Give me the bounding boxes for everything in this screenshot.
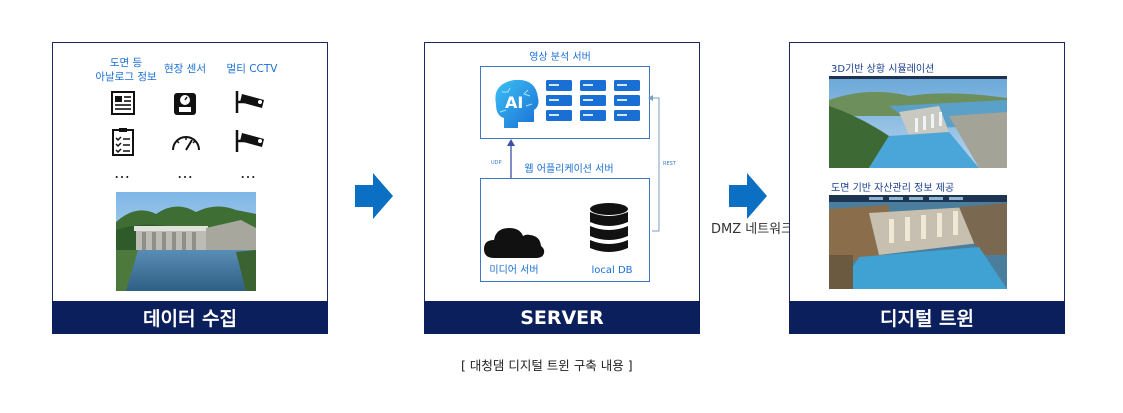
asset-management-image <box>829 195 1007 289</box>
digital-twin-title: 디지털 트윈 <box>789 301 1065 334</box>
figure-caption: [ 대청댐 디지털 트윈 구축 내용 ] <box>461 358 633 373</box>
ellipsis-3: … <box>240 163 257 182</box>
document-icon <box>111 91 135 115</box>
database-icon <box>590 203 628 252</box>
sensor-label: 현장 센서 <box>164 63 206 75</box>
ai-text: AI <box>505 93 523 112</box>
drawing-label: 도면 등 아날로그 정보 <box>95 57 157 83</box>
web-app-server-label: 웹 어플리케이션 서버 <box>524 164 614 175</box>
server-title: SERVER <box>424 301 700 334</box>
cctv-camera-icon-2 <box>235 130 264 152</box>
flow-arrow-1 <box>355 173 393 219</box>
udp-label: UDP <box>491 160 502 166</box>
sensor-scale-icon <box>174 93 196 115</box>
rest-connection-line <box>648 95 660 232</box>
3d-simulation-image <box>829 76 1007 168</box>
dmz-network-label: DMZ 네트워크 <box>711 222 794 237</box>
rest-label: REST <box>663 161 676 167</box>
media-server-label: 미디어 서버 <box>489 265 539 276</box>
server-rack-icon <box>546 80 640 121</box>
gauge-icon <box>172 136 200 151</box>
ellipsis-1: … <box>114 163 131 182</box>
local-db-label: local DB <box>591 265 633 276</box>
cctv-camera-icon <box>235 91 264 113</box>
cctv-label: 멀티 CCTV <box>226 63 278 75</box>
ellipsis-2: … <box>177 163 194 182</box>
cloud-icon <box>484 228 545 258</box>
ai-head-icon: AI <box>495 79 539 128</box>
checklist-icon <box>112 128 134 156</box>
simulation-label: 3D기반 상황 시뮬레이션 <box>831 64 935 75</box>
flow-arrow-2 <box>729 173 767 219</box>
video-analysis-server-label: 영상 분석 서버 <box>529 52 591 63</box>
data-collection-title: 데이터 수집 <box>52 301 328 334</box>
dam-photo <box>116 192 256 291</box>
asset-management-label: 도면 기반 자산관리 정보 제공 <box>831 183 955 194</box>
